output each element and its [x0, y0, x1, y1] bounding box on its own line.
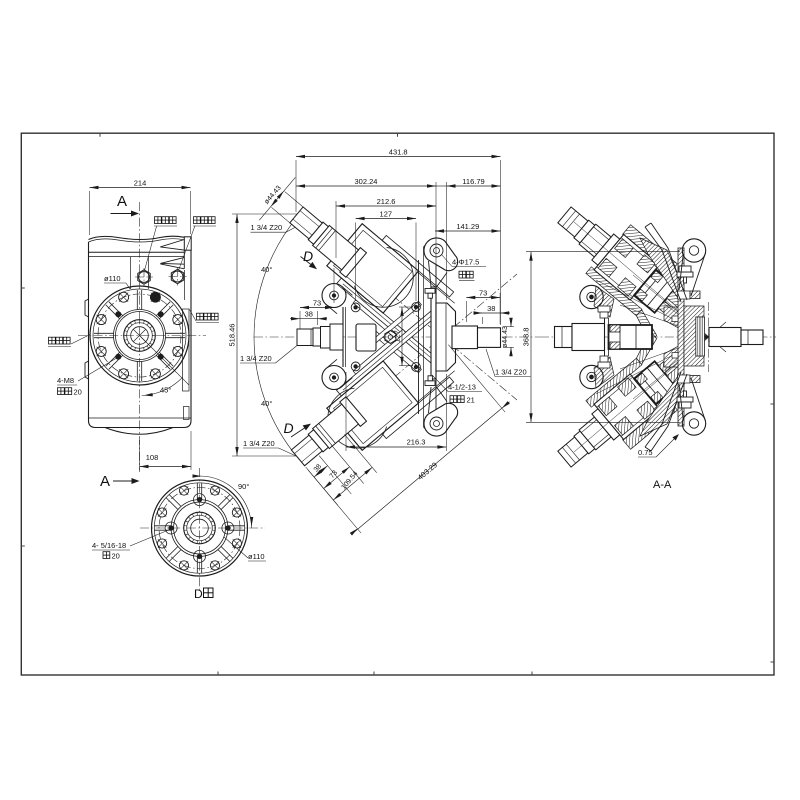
svg-text:108: 108 — [146, 453, 159, 462]
svg-text:D: D — [194, 587, 203, 601]
svg-text:D: D — [303, 248, 313, 264]
svg-text:40°: 40° — [261, 265, 272, 274]
svg-text:ø110: ø110 — [248, 552, 265, 561]
svg-text:73: 73 — [479, 288, 487, 297]
svg-text:20: 20 — [74, 388, 82, 397]
svg-text:38: 38 — [313, 463, 323, 474]
svg-text:40°: 40° — [261, 399, 272, 408]
svg-text:D: D — [284, 420, 294, 436]
svg-text:1 3/4 Z20: 1 3/4 Z20 — [240, 354, 272, 363]
svg-text:518.46: 518.46 — [228, 324, 237, 347]
svg-text:ø44.43: ø44.43 — [502, 326, 509, 348]
svg-text:90°: 90° — [238, 482, 249, 491]
svg-text:212.6: 212.6 — [377, 197, 396, 206]
svg-text:4-M8: 4-M8 — [57, 376, 74, 385]
svg-text:1 3/4 Z20: 1 3/4 Z20 — [495, 368, 527, 377]
svg-text:0.75: 0.75 — [638, 448, 653, 457]
svg-text:141.29: 141.29 — [456, 222, 479, 231]
svg-text:1 3/4 Z20: 1 3/4 Z20 — [243, 439, 275, 448]
svg-text:302.24: 302.24 — [355, 177, 378, 186]
svg-text:73: 73 — [313, 298, 321, 307]
svg-text:21: 21 — [467, 396, 475, 405]
svg-text:4-1/2-13: 4-1/2-13 — [448, 383, 476, 392]
svg-text:73: 73 — [329, 469, 339, 480]
svg-text:A: A — [100, 473, 110, 490]
svg-text:4- 5/16-18: 4- 5/16-18 — [92, 541, 126, 550]
svg-text:20: 20 — [112, 552, 120, 561]
svg-text:45°: 45° — [160, 386, 171, 395]
svg-text:214: 214 — [134, 178, 147, 187]
svg-text:127: 127 — [380, 209, 393, 218]
svg-text:4-Φ17.5: 4-Φ17.5 — [452, 258, 479, 267]
svg-text:38: 38 — [305, 310, 313, 319]
svg-text:A-A: A-A — [653, 479, 672, 491]
svg-text:216.3: 216.3 — [407, 438, 426, 447]
svg-text:38: 38 — [487, 304, 495, 313]
svg-text:127: 127 — [393, 330, 402, 343]
svg-text:431.8: 431.8 — [389, 147, 408, 156]
svg-text:ø110: ø110 — [104, 274, 121, 283]
svg-text:A: A — [117, 193, 127, 210]
svg-text:116.79: 116.79 — [462, 177, 484, 186]
svg-text:368.8: 368.8 — [522, 328, 531, 347]
svg-text:1 3/4 Z20: 1 3/4 Z20 — [251, 223, 283, 232]
